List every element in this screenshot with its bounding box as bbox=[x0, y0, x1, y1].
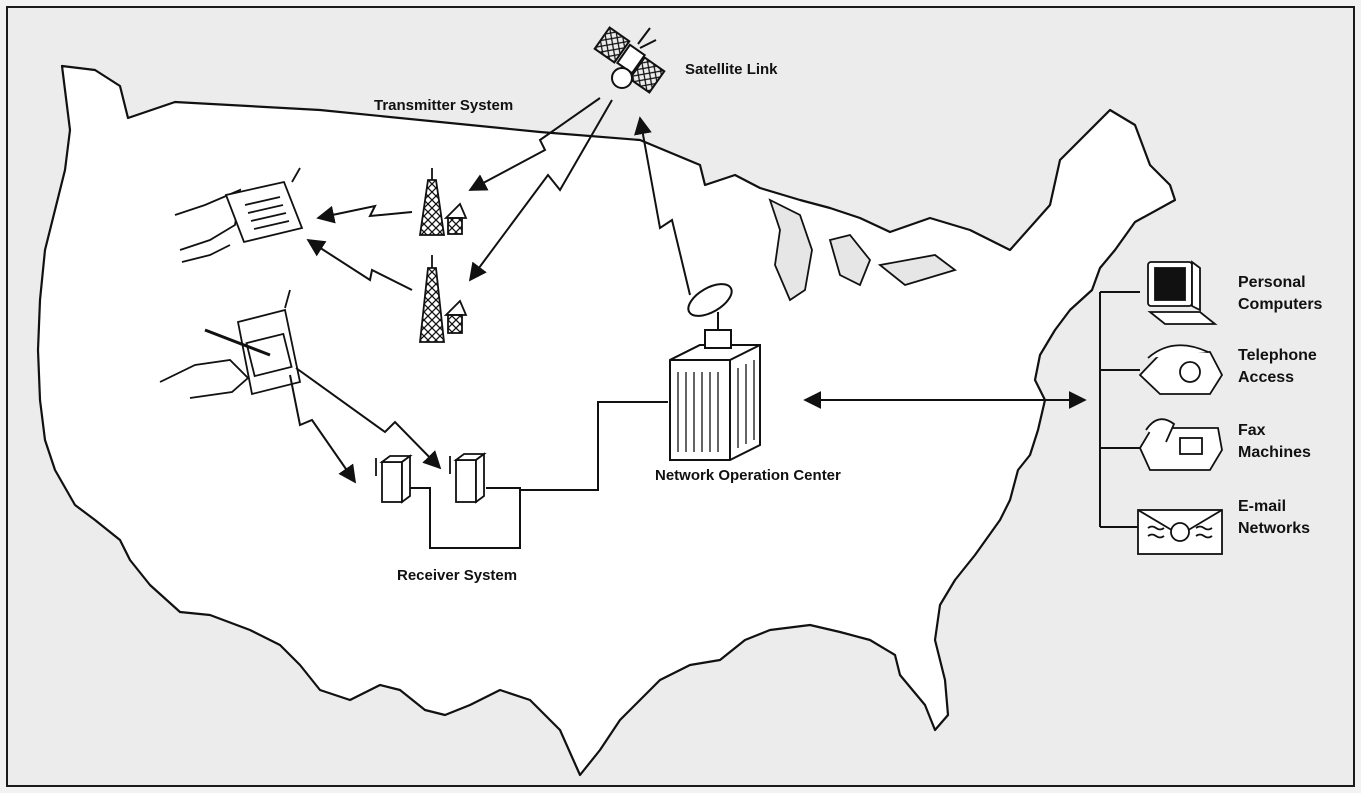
endpoint-label-line: Access bbox=[1238, 367, 1348, 389]
endpoint-label-fax-machines: Fax Machines bbox=[1238, 420, 1348, 464]
network-operation-center-label: Network Operation Center bbox=[655, 466, 841, 486]
endpoint-label-line: Fax bbox=[1238, 420, 1348, 442]
endpoint-label-telephone-access: Telephone Access bbox=[1238, 345, 1348, 389]
computer-icon bbox=[1148, 262, 1215, 324]
fax-icon bbox=[1140, 419, 1222, 470]
endpoint-label-email-networks: E-mail Networks bbox=[1238, 496, 1348, 540]
endpoint-label-line: E-mail bbox=[1238, 496, 1348, 518]
receiver-unit-icon bbox=[376, 456, 410, 502]
endpoint-label-line: Machines bbox=[1238, 442, 1348, 464]
endpoint-bus bbox=[1100, 292, 1140, 527]
telephone-icon bbox=[1140, 345, 1222, 394]
endpoint-label-line: Networks bbox=[1238, 518, 1348, 540]
satellite-link-label: Satellite Link bbox=[685, 60, 778, 80]
transmitter-system-label: Transmitter System bbox=[374, 96, 513, 116]
endpoint-label-line: Computers bbox=[1238, 294, 1348, 316]
endpoint-label-line: Personal bbox=[1238, 272, 1348, 294]
envelope-icon bbox=[1138, 510, 1222, 554]
endpoint-label-line: Telephone bbox=[1238, 345, 1348, 367]
us-map-outline bbox=[38, 66, 1175, 775]
satellite-icon bbox=[595, 27, 665, 92]
endpoint-label-personal-computers: Personal Computers bbox=[1238, 272, 1348, 316]
receiver-system-label: Receiver System bbox=[397, 566, 517, 586]
receiver-unit-icon bbox=[450, 454, 484, 502]
